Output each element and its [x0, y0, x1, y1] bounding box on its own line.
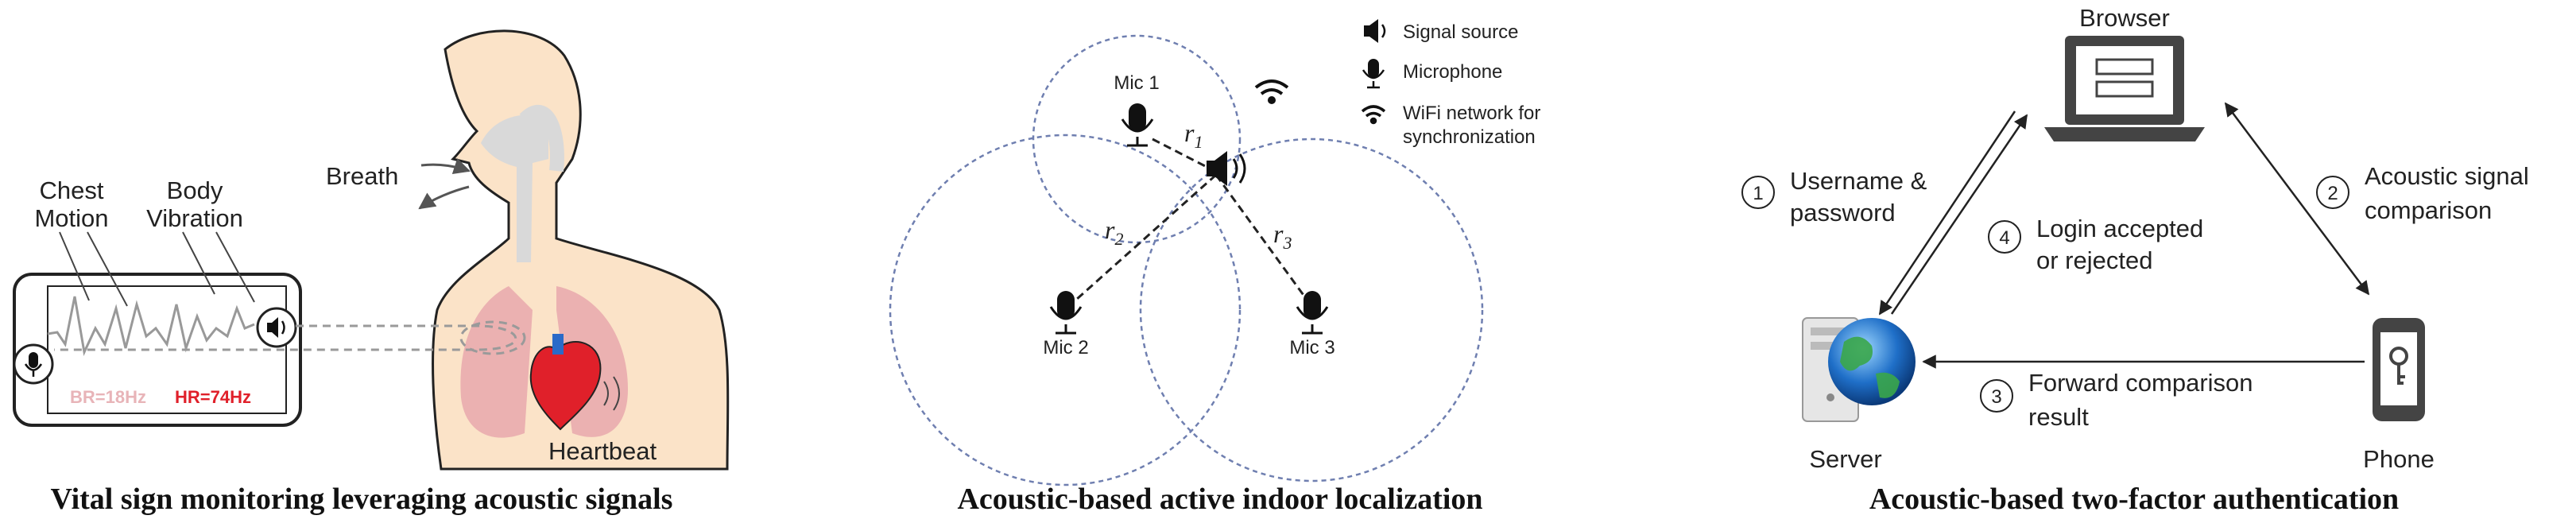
microphone-icon: [13, 343, 54, 385]
r1-label: r1: [1184, 118, 1203, 152]
range-circle-2: [889, 134, 1242, 486]
browser-label: Browser: [2079, 4, 2170, 32]
step-1-number: 1: [1753, 183, 1763, 204]
step-3-line1: Forward comparison: [2028, 369, 2253, 397]
phone-icon: [2373, 318, 2425, 421]
panel3-caption: Acoustic-based two-factor authentication: [1869, 482, 2399, 516]
breath-label: Breath: [326, 162, 398, 190]
mic-1-label: Mic 1: [1114, 72, 1159, 94]
mic-2-icon: [1049, 291, 1083, 335]
step-3-line2: result: [2028, 403, 2089, 431]
body-label-line1: Body: [167, 176, 223, 204]
arrow-step4: [1890, 114, 2028, 315]
legend-wifi-line1: WiFi network for: [1403, 103, 1540, 124]
laptop-icon: [2044, 36, 2205, 141]
panel2-caption: Acoustic-based active indoor localizatio…: [957, 482, 1482, 516]
br-readout: BR=18Hz: [70, 387, 146, 407]
panel-vital-sign: Breath Heartbeat BR=18Hz HR=74Hz Chest M…: [13, 29, 730, 516]
step-2-badge: [2316, 176, 2349, 209]
hr-readout: HR=74Hz: [175, 387, 251, 407]
mic-3-icon: [1296, 291, 1329, 335]
inhale-arrow: [420, 158, 471, 174]
wifi-icon: [1254, 79, 1289, 104]
r2-label: r2: [1105, 215, 1123, 249]
human-body-illustration: [432, 29, 730, 471]
mic-2-label: Mic 2: [1043, 337, 1088, 358]
speaker-icon: [256, 307, 297, 348]
legend-speaker-icon: [1364, 19, 1386, 43]
step-1-line2: password: [1790, 199, 1896, 227]
panel1-caption: Vital sign monitoring leveraging acousti…: [51, 482, 673, 516]
heartbeat-label: Heartbeat: [548, 437, 657, 465]
legend: Signal source Microphone WiFi network fo…: [1361, 19, 1540, 148]
acoustic-waveform: [47, 296, 255, 356]
legend-wifi-line2: synchronization: [1403, 126, 1536, 148]
signal-path: [54, 324, 517, 351]
exhale-arrow: [418, 185, 470, 210]
globe-icon: [1828, 318, 1916, 405]
phone-device: BR=18Hz HR=74Hz: [13, 273, 302, 427]
server-label: Server: [1809, 445, 1881, 473]
panel-two-factor: Browser Server Phone 1 Username &: [1741, 4, 2529, 516]
mic-1-icon: [1121, 103, 1154, 147]
step-4-line2: or rejected: [2036, 246, 2152, 274]
step-4-line1: Login accepted: [2036, 215, 2203, 242]
body-label-line2: Vibration: [146, 204, 243, 232]
step-3-badge: [1980, 379, 2013, 413]
step-1-line1: Username &: [1790, 167, 1927, 195]
legend-microphone: Microphone: [1403, 61, 1502, 83]
step-2-line2: comparison: [2365, 196, 2492, 224]
step-1-badge: [1741, 176, 1775, 209]
step-3-number: 3: [1991, 386, 2001, 408]
r3-label: r3: [1273, 219, 1292, 253]
chest-label-line2: Motion: [34, 204, 108, 232]
step-4-number: 4: [1999, 227, 2009, 249]
phone-label: Phone: [2363, 445, 2435, 473]
step-2-line1: Acoustic signal: [2365, 162, 2529, 190]
step-4-badge: [1988, 220, 2021, 254]
range-circle-3: [1139, 138, 1484, 482]
arrow-step2: [2224, 102, 2370, 296]
legend-microphone-icon: [1362, 59, 1385, 89]
chest-label-line1: Chest: [40, 176, 104, 204]
mic-3-label: Mic 3: [1289, 337, 1334, 358]
signal-source-icon: [1207, 151, 1246, 186]
arrow-step1: [1878, 110, 2016, 316]
step-2-number: 2: [2327, 183, 2338, 204]
range-circle-1: [1032, 34, 1242, 244]
panel-localization: Mic 1 Mic 2 Mic 3 r1 r2 r3 Signal source…: [889, 19, 1540, 516]
legend-signal-source: Signal source: [1403, 21, 1518, 43]
legend-wifi-icon: [1361, 105, 1386, 125]
